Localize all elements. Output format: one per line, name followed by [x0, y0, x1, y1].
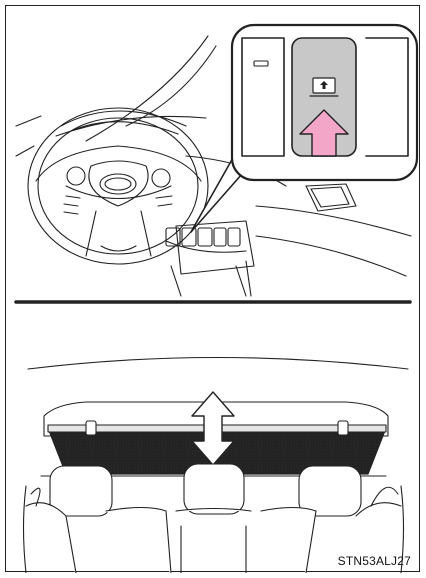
center-headrest — [184, 464, 244, 514]
illustration — [6, 6, 421, 573]
figure-frame: STN53ALJ27 — [5, 5, 420, 572]
target-switch-small — [182, 228, 196, 246]
figure-id: STN53ALJ27 — [338, 554, 411, 568]
steering-wheel — [28, 108, 208, 264]
left-headrest — [50, 466, 112, 516]
callout-zoom — [191, 25, 417, 232]
rear-sunshade-switch-icon — [310, 78, 338, 96]
